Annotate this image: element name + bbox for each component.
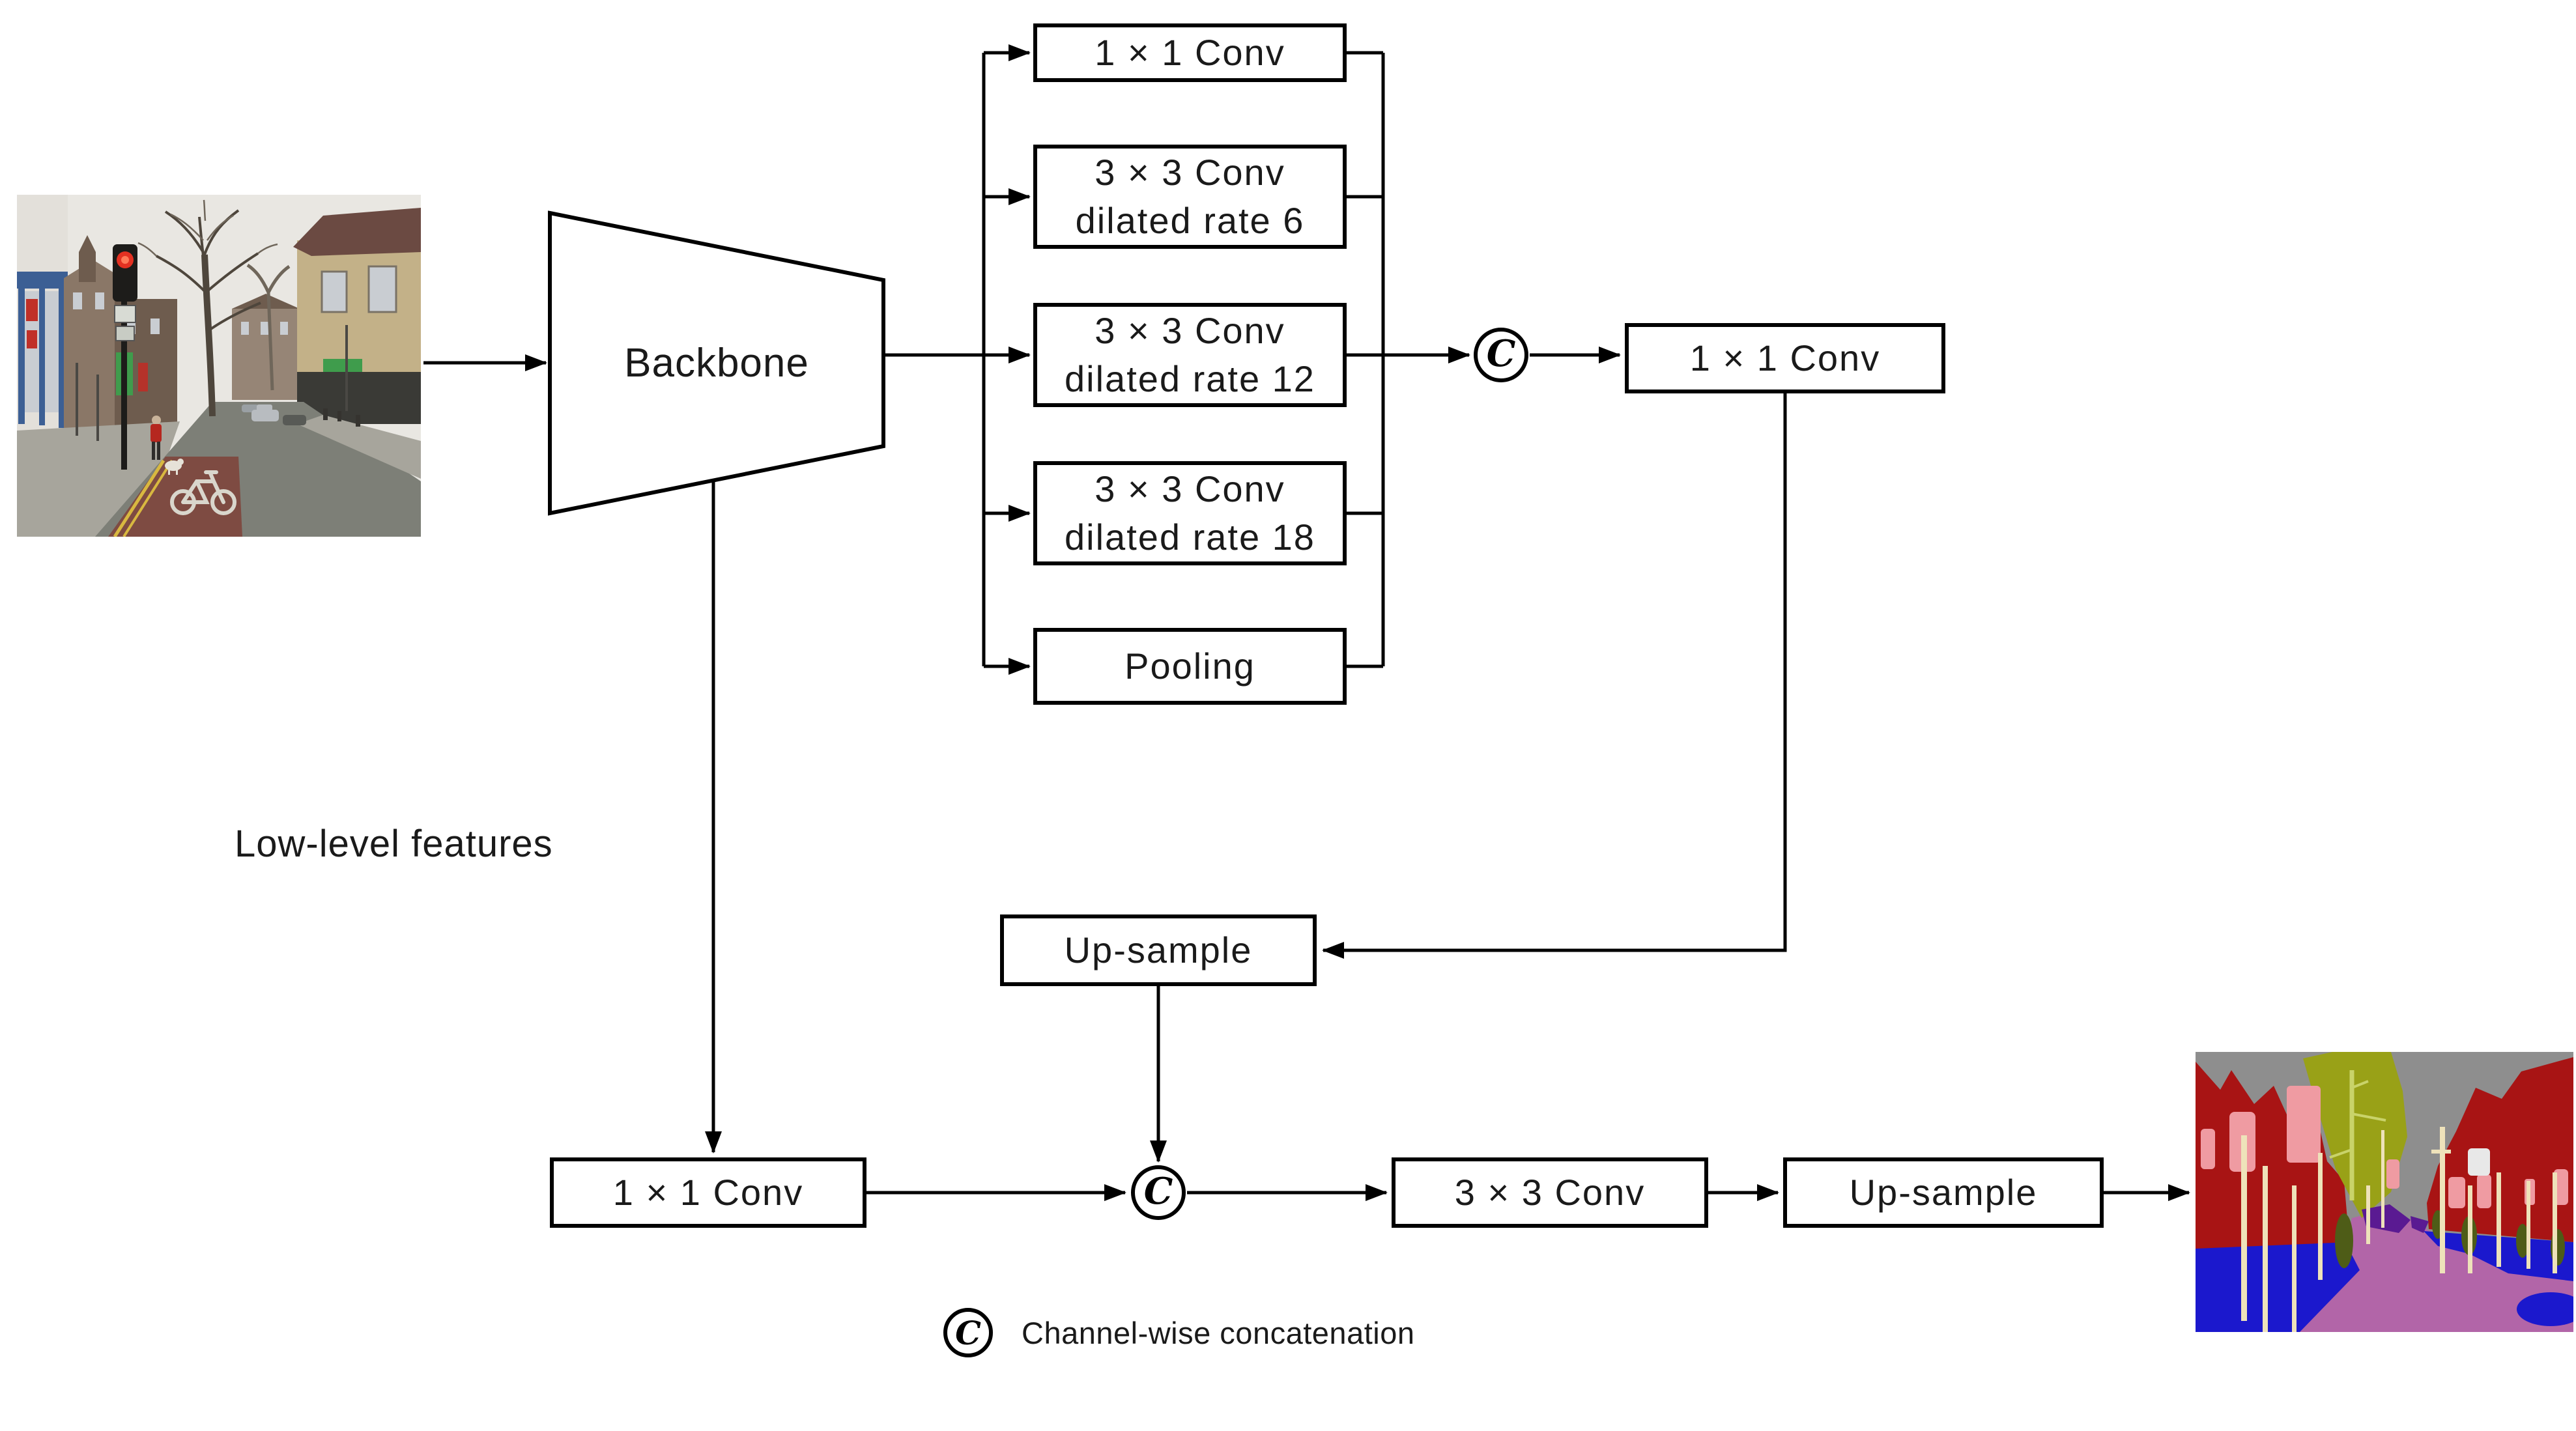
seg-road — [2293, 1208, 2573, 1332]
legend-text: Channel-wise concatenation — [1022, 1315, 1415, 1350]
aspp-dilated6-label: 3 × 3 Conv dilated rate 6 — [1075, 152, 1305, 241]
photo-left-shop — [17, 195, 68, 431]
decoder-lowlevel-conv-box: 1 × 1 Conv — [550, 1157, 866, 1228]
aspp-conv1x1-box: 1 × 1 Conv — [1033, 23, 1347, 82]
photo-bike-marking — [170, 470, 236, 515]
low-level-features-label: Low-level features — [235, 823, 553, 865]
aspp-dilated18-label: 3 × 3 Conv dilated rate 18 — [1065, 468, 1315, 558]
photo-yellow-lines — [113, 459, 173, 537]
photo-distant-people — [323, 408, 360, 427]
aspp-pooling-box: Pooling — [1033, 628, 1347, 705]
seg-signs — [2201, 1086, 2568, 1208]
photo-mid-right-terrace — [232, 294, 300, 400]
photo-postbox — [138, 363, 148, 391]
aspp-dilated6-box: 3 × 3 Conv dilated rate 6 — [1033, 145, 1347, 249]
seg-vegetation-branches — [2329, 1070, 2386, 1200]
photo-dog — [165, 459, 184, 475]
seg-poles — [2241, 1127, 2557, 1332]
aspp-conv1x1-label: 1 × 1 Conv — [1095, 32, 1285, 74]
photo-traffic-light — [113, 244, 137, 470]
seg-sidewalk-patch — [2517, 1292, 2573, 1326]
backbone-shape — [548, 210, 885, 516]
aspp-dilated18-box: 3 × 3 Conv dilated rate 18 — [1033, 461, 1347, 565]
output-segmentation — [2196, 1052, 2573, 1332]
line-projection-to-upsample — [1322, 393, 1787, 959]
photo-trees — [137, 199, 291, 417]
concat-symbol: C — [1486, 332, 1516, 375]
decoder-upsample1-label: Up-sample — [1064, 929, 1253, 971]
concat-symbol: C — [1143, 1170, 1173, 1213]
decoder-conv3x3-box: 3 × 3 Conv — [1392, 1157, 1708, 1228]
decoder-lowlevel-conv-label: 1 × 1 Conv — [612, 1172, 804, 1213]
photo-pedestrian — [150, 416, 162, 460]
aspp-pooling-label: Pooling — [1124, 645, 1255, 687]
photo-right-sidewalk — [297, 415, 421, 479]
seg-window — [2468, 1148, 2490, 1176]
decoder-conv3x3-label: 3 × 3 Conv — [1454, 1172, 1646, 1213]
decoder-upsample2-label: Up-sample — [1849, 1172, 2038, 1213]
seg-building-left — [2196, 1062, 2349, 1249]
seg-objects — [2362, 1204, 2429, 1233]
concat-node-bottom: C — [1131, 1165, 1186, 1220]
concat-node-top: C — [1474, 328, 1528, 382]
photo-cars — [242, 404, 306, 425]
photo-right-building — [293, 208, 421, 424]
decoder-upsample2-box: Up-sample — [1783, 1157, 2104, 1228]
backbone-label: Backbone — [624, 340, 809, 386]
aspp-dilated12-box: 3 × 3 Conv dilated rate 12 — [1033, 303, 1347, 407]
aspp-dilated12-label: 3 × 3 Conv dilated rate 12 — [1065, 310, 1315, 399]
legend: C Channel-wise concatenation — [943, 1308, 1414, 1357]
aspp-projection-box: 1 × 1 Conv — [1625, 323, 1945, 393]
decoder-upsample1-box: Up-sample — [1000, 914, 1317, 986]
legend-concat-icon: C — [943, 1308, 993, 1357]
input-photo — [17, 195, 421, 537]
aspp-projection-label: 1 × 1 Conv — [1689, 337, 1881, 379]
photo-street-poles — [76, 325, 348, 441]
